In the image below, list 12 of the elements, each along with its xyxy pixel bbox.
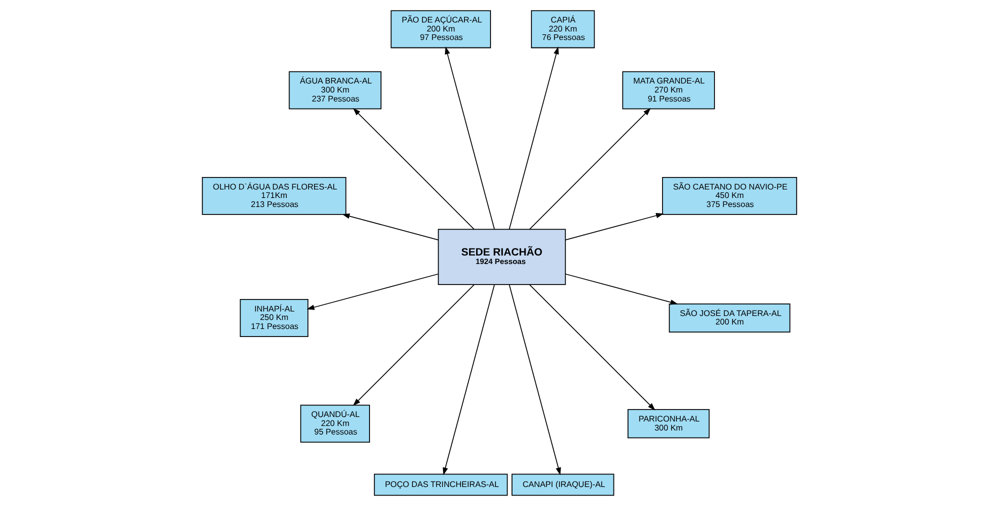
arrow (342, 214, 439, 240)
arrow (529, 284, 656, 410)
arrow (508, 284, 561, 476)
arrow (352, 284, 475, 406)
arrow (529, 108, 651, 230)
arrow (442, 284, 495, 476)
arrow (508, 46, 559, 230)
arrow (565, 274, 678, 305)
arrow (565, 213, 664, 240)
arrow (352, 108, 475, 230)
arrow (306, 274, 439, 310)
arrow (444, 46, 495, 230)
